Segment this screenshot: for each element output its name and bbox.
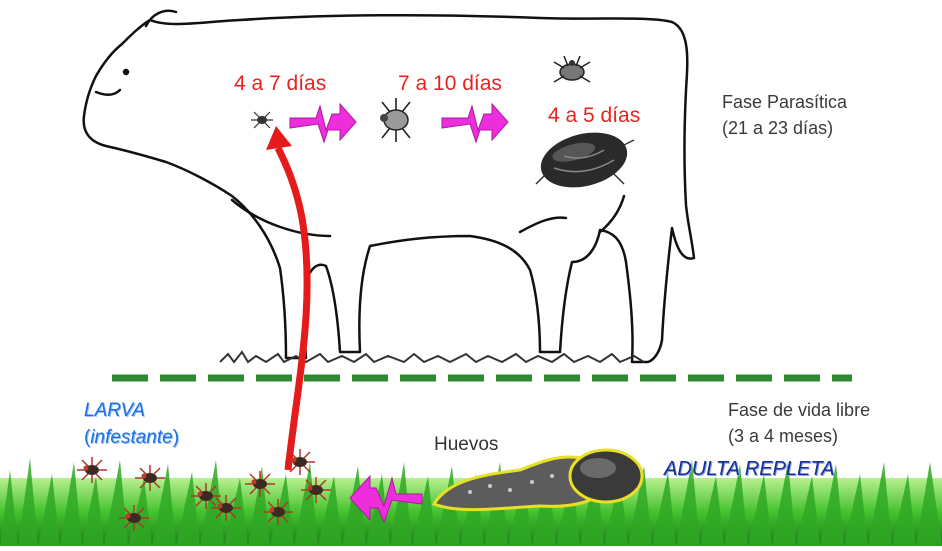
adult-repleta-tick-icon [570,450,642,502]
cow-ground [220,352,644,362]
cow-outline [84,11,694,362]
parasitic-phase-duration: (21 a 23 días) [722,116,833,140]
larva-subtitle: (infestante) [84,427,179,449]
engorged-tick-icon [535,124,634,196]
stage1-days-label: 4 a 7 días [234,72,326,96]
zigzag-arrow-1 [290,104,356,142]
parasitic-phase-title: Fase Parasítica [722,90,847,114]
free-living-phase-title: Fase de vida libre [728,398,870,422]
adult-repleta-label: ADULTA REPLETA [664,458,834,481]
larva-tick-icon [251,112,273,128]
eggs-label: Huevos [434,434,498,456]
free-living-phase-duration: (3 a 4 meses) [728,424,838,448]
zigzag-arrow-2 [442,104,508,142]
stage3-days-label: 4 a 5 días [548,104,640,128]
larva-subtitle-close: ) [173,427,179,448]
adult-tick-icon [554,56,590,82]
larva-subtitle-text: infestante [90,427,172,448]
stage2-days-label: 7 a 10 días [398,72,502,96]
larva-label: LARVA [84,400,145,422]
larva-to-host-arrow [266,126,307,470]
nymph-tick-icon [380,98,410,142]
